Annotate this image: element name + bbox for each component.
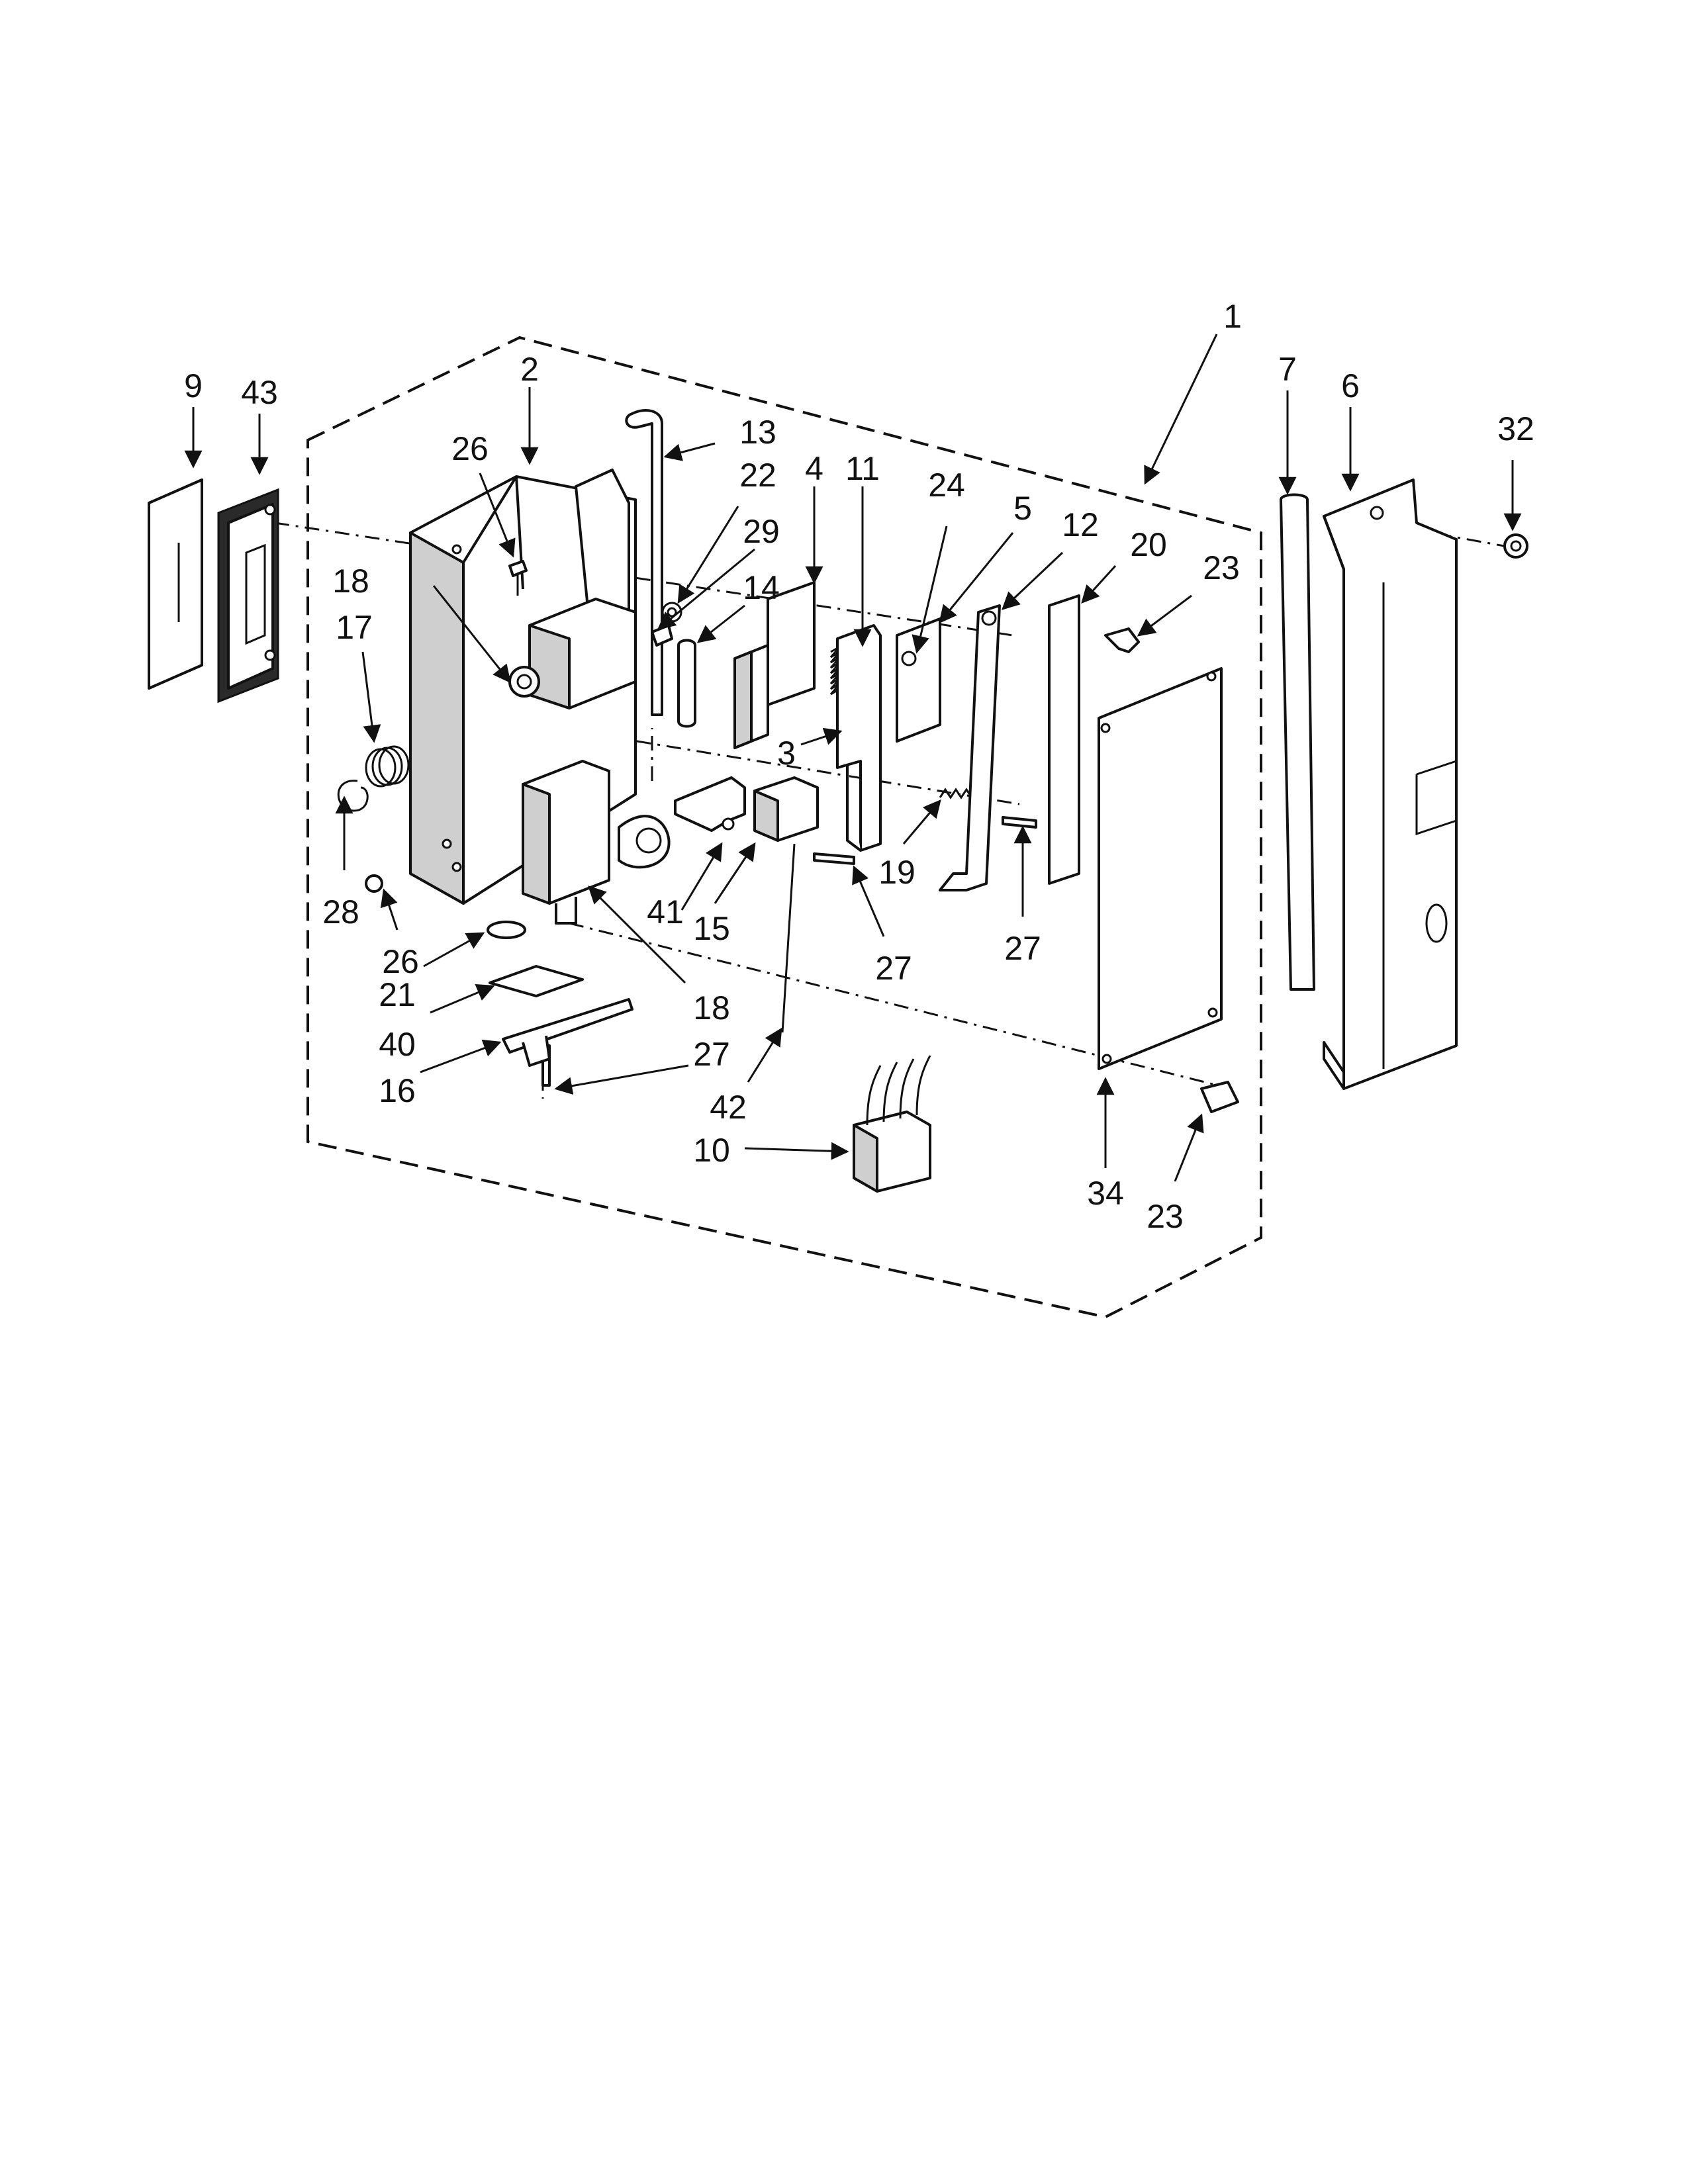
part-41-bracket	[674, 776, 746, 832]
callout-43: 43	[241, 374, 278, 411]
callout-13: 13	[739, 414, 776, 451]
part-5-plate	[896, 617, 941, 743]
part-34-cover	[1098, 667, 1223, 1070]
part-4-bracket	[733, 581, 816, 749]
part-42-wire	[781, 843, 796, 1033]
callout-32: 32	[1497, 410, 1534, 447]
part-18-solenoid-lower	[522, 760, 671, 925]
part-28-clip	[337, 780, 369, 812]
callout-19: 19	[878, 854, 915, 891]
callout-23a: 23	[1203, 549, 1240, 586]
callout-2: 2	[520, 351, 539, 388]
callout-6: 6	[1341, 367, 1360, 404]
part-27-screw-a	[813, 852, 855, 865]
callout-24: 24	[928, 467, 965, 504]
part-26-screw-lower	[365, 874, 383, 893]
part-10-connector	[853, 1055, 931, 1193]
callout-7: 7	[1278, 351, 1297, 388]
callout-34: 34	[1087, 1175, 1124, 1212]
callout-27c: 27	[693, 1036, 730, 1073]
part-12-lever	[939, 604, 1001, 891]
callout-27a: 27	[875, 950, 912, 987]
part-40-plate	[489, 965, 584, 997]
callout-40: 40	[379, 1026, 416, 1063]
assembly-boundary	[306, 336, 1262, 1319]
part-7-rod	[1280, 493, 1315, 991]
callout-17: 17	[336, 609, 373, 646]
callout-15: 15	[693, 910, 730, 947]
callout-11: 11	[845, 450, 880, 487]
part-6-bracket	[1323, 478, 1458, 1090]
callout-22: 22	[739, 457, 776, 494]
part-20-strip	[1048, 594, 1080, 885]
callout-23b: 23	[1147, 1198, 1184, 1235]
part-18-solenoid-upper	[508, 598, 637, 709]
callout-41: 41	[647, 893, 684, 931]
callout-labels: 1 2 3 4 5 6 7 9 10 11 12 13 14 15 16 17 …	[184, 298, 1534, 1235]
callout-21: 21	[379, 976, 416, 1013]
assembly-axis-mid	[516, 720, 1020, 805]
part-14-sleeve	[677, 639, 696, 728]
callout-14: 14	[743, 569, 780, 606]
callout-4: 4	[805, 450, 823, 487]
part-11-slider	[836, 624, 882, 852]
callout-10: 10	[693, 1132, 730, 1169]
callout-12: 12	[1062, 506, 1099, 543]
callout-20: 20	[1130, 526, 1167, 563]
part-17-spring	[365, 745, 410, 788]
leader-lines	[184, 334, 1522, 1182]
callout-26a: 26	[451, 430, 489, 467]
part-23-screw-lower	[1200, 1081, 1239, 1113]
part-32-screw	[1503, 533, 1528, 559]
callout-18a: 18	[332, 563, 369, 600]
callout-16: 16	[379, 1072, 416, 1109]
part-43-gasket	[217, 488, 279, 704]
part-27-screw-b	[1002, 816, 1037, 829]
part-15-switch	[753, 776, 819, 842]
part-23-screw-upper	[1104, 627, 1140, 653]
part-21-grommet	[487, 921, 526, 939]
part-16-switch	[502, 998, 633, 1067]
callout-26b: 26	[382, 943, 419, 980]
callout-5: 5	[1013, 490, 1032, 527]
part-9-plate	[148, 478, 203, 690]
callout-42: 42	[710, 1089, 747, 1126]
callout-9: 9	[184, 367, 203, 404]
assembly-axis-top	[274, 522, 1013, 637]
callout-29: 29	[743, 513, 780, 550]
callout-3: 3	[777, 735, 796, 772]
callout-27b: 27	[1004, 930, 1041, 967]
part-26-screw-upper	[508, 560, 528, 596]
callout-1: 1	[1223, 298, 1242, 335]
callout-18b: 18	[693, 989, 730, 1026]
callout-28: 28	[322, 893, 359, 931]
